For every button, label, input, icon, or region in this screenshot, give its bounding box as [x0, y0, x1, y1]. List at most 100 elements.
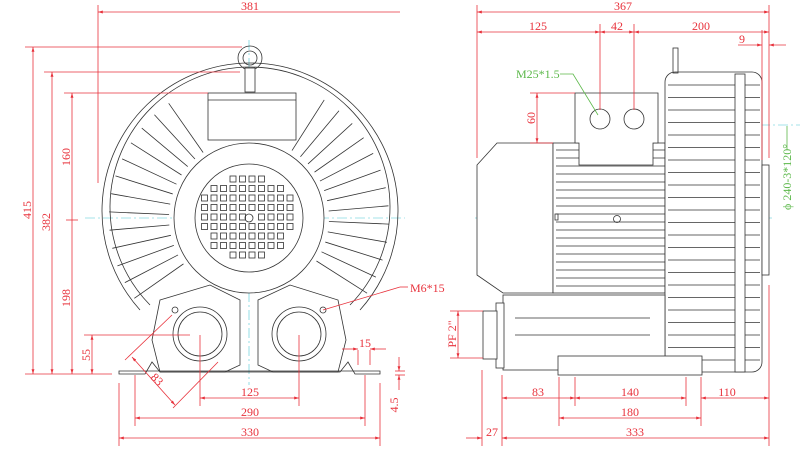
- grill-slot: [239, 251, 246, 259]
- fin: [124, 254, 179, 283]
- dim-gland-to-end: 200: [692, 19, 710, 33]
- fin: [112, 234, 171, 249]
- dim-body-length: 333: [626, 425, 644, 439]
- grill-slot: [210, 185, 218, 192]
- cooling-fins: [109, 99, 389, 299]
- fan-cover: [476, 142, 554, 294]
- grill-slot: [239, 204, 246, 211]
- grill-slot: [239, 185, 246, 192]
- grill-slot: [201, 204, 208, 211]
- grill-slot: [220, 194, 227, 202]
- grill-slot: [258, 194, 265, 202]
- grill-slot: [220, 213, 227, 221]
- grill-slot: [286, 194, 294, 202]
- dim-slot-width: 15: [359, 336, 371, 350]
- grill-slot: [239, 232, 246, 240]
- side-view: [475, 47, 800, 376]
- fin: [328, 221, 389, 225]
- grill-slot: [277, 185, 284, 192]
- fin: [291, 99, 325, 151]
- fin: [154, 114, 196, 160]
- side-dimensions: 367 125 42 200 9 60 M25*1.5 ϕ 240-3*120°…: [445, 0, 794, 446]
- grill-slot: [277, 213, 284, 221]
- port-flange: [482, 310, 498, 360]
- grill-slot: [248, 251, 256, 259]
- grill-slot: [210, 194, 218, 202]
- grill-slot: [286, 213, 294, 221]
- fin: [121, 158, 177, 185]
- fin: [117, 244, 174, 267]
- dim-mount-spacing: 140: [621, 385, 639, 399]
- grill-slot: [277, 194, 284, 202]
- front-view: [85, 40, 405, 385]
- grill-slot: [248, 204, 256, 211]
- dim-base-length: 180: [621, 405, 639, 419]
- cable-gland-1: [589, 108, 611, 130]
- grill-slot: [201, 223, 208, 230]
- dim-housing-height: 382: [39, 213, 53, 231]
- fin: [168, 103, 204, 153]
- fin: [327, 187, 386, 202]
- dim-port-spacing: 125: [241, 385, 259, 399]
- grill-slot: [258, 213, 265, 221]
- fin: [109, 224, 170, 231]
- fin: [307, 123, 353, 165]
- fin: [314, 137, 364, 173]
- grill-slot: [210, 223, 218, 230]
- grill-slot: [229, 232, 237, 240]
- fin: [109, 211, 170, 215]
- grill-slot: [277, 204, 284, 211]
- grill-slot: [239, 242, 246, 249]
- grill-slot: [248, 232, 256, 240]
- grill-slot: [220, 185, 227, 192]
- callout-m6: M6*15: [410, 281, 445, 295]
- grill-slot: [229, 242, 237, 249]
- dim-lower-height: 198: [59, 289, 73, 307]
- dim-gland-spacing: 42: [611, 19, 623, 33]
- grill-slot: [267, 185, 275, 192]
- grill-slot: [258, 175, 265, 183]
- motor-cover: [173, 142, 325, 294]
- grill-slot: [239, 223, 246, 230]
- callout-cable-gland: M25*1.5: [516, 67, 560, 81]
- grill-slot: [220, 232, 227, 240]
- grill-slot: [248, 175, 256, 183]
- grill-slot: [229, 185, 237, 192]
- grill-slot: [267, 213, 275, 221]
- dim-overall-width: 381: [241, 0, 259, 13]
- grill-slot: [258, 251, 265, 259]
- grill-slot: [201, 194, 208, 202]
- grill-slot: [239, 213, 246, 221]
- dim-base-to-end: 110: [718, 385, 736, 399]
- grill-slot: [239, 194, 246, 202]
- grill-slot: [286, 204, 294, 211]
- grill-slot: [210, 232, 218, 240]
- grill-slot: [267, 204, 275, 211]
- dim-flange-offset: 9: [739, 32, 745, 46]
- dim-base-thickness: 4.5: [387, 398, 401, 413]
- dim-mount-hole-spacing: 290: [241, 405, 259, 419]
- grill-slot: [239, 175, 246, 183]
- eye-bolt: [237, 45, 263, 71]
- callout-bolt-circle: ϕ 240-3*120°: [780, 144, 794, 210]
- grill-slot: [258, 223, 265, 230]
- terminal-box: [574, 92, 659, 166]
- cable-gland-2: [623, 108, 645, 130]
- housing-outline: [101, 62, 399, 311]
- grill-slot: [220, 223, 227, 230]
- fin: [141, 127, 188, 167]
- grill-slot: [267, 232, 275, 240]
- fin: [325, 241, 383, 261]
- grill-slot: [229, 175, 237, 183]
- fin: [134, 263, 184, 299]
- fin: [111, 193, 171, 205]
- grill-slot: [258, 242, 265, 249]
- dim-upper-height: 160: [59, 148, 73, 166]
- grill-slot: [248, 194, 256, 202]
- blower-housing: [664, 71, 763, 373]
- fin: [328, 205, 389, 212]
- top-plate: [207, 92, 297, 141]
- grill-slot: [248, 185, 256, 192]
- grill-slot: [210, 204, 218, 211]
